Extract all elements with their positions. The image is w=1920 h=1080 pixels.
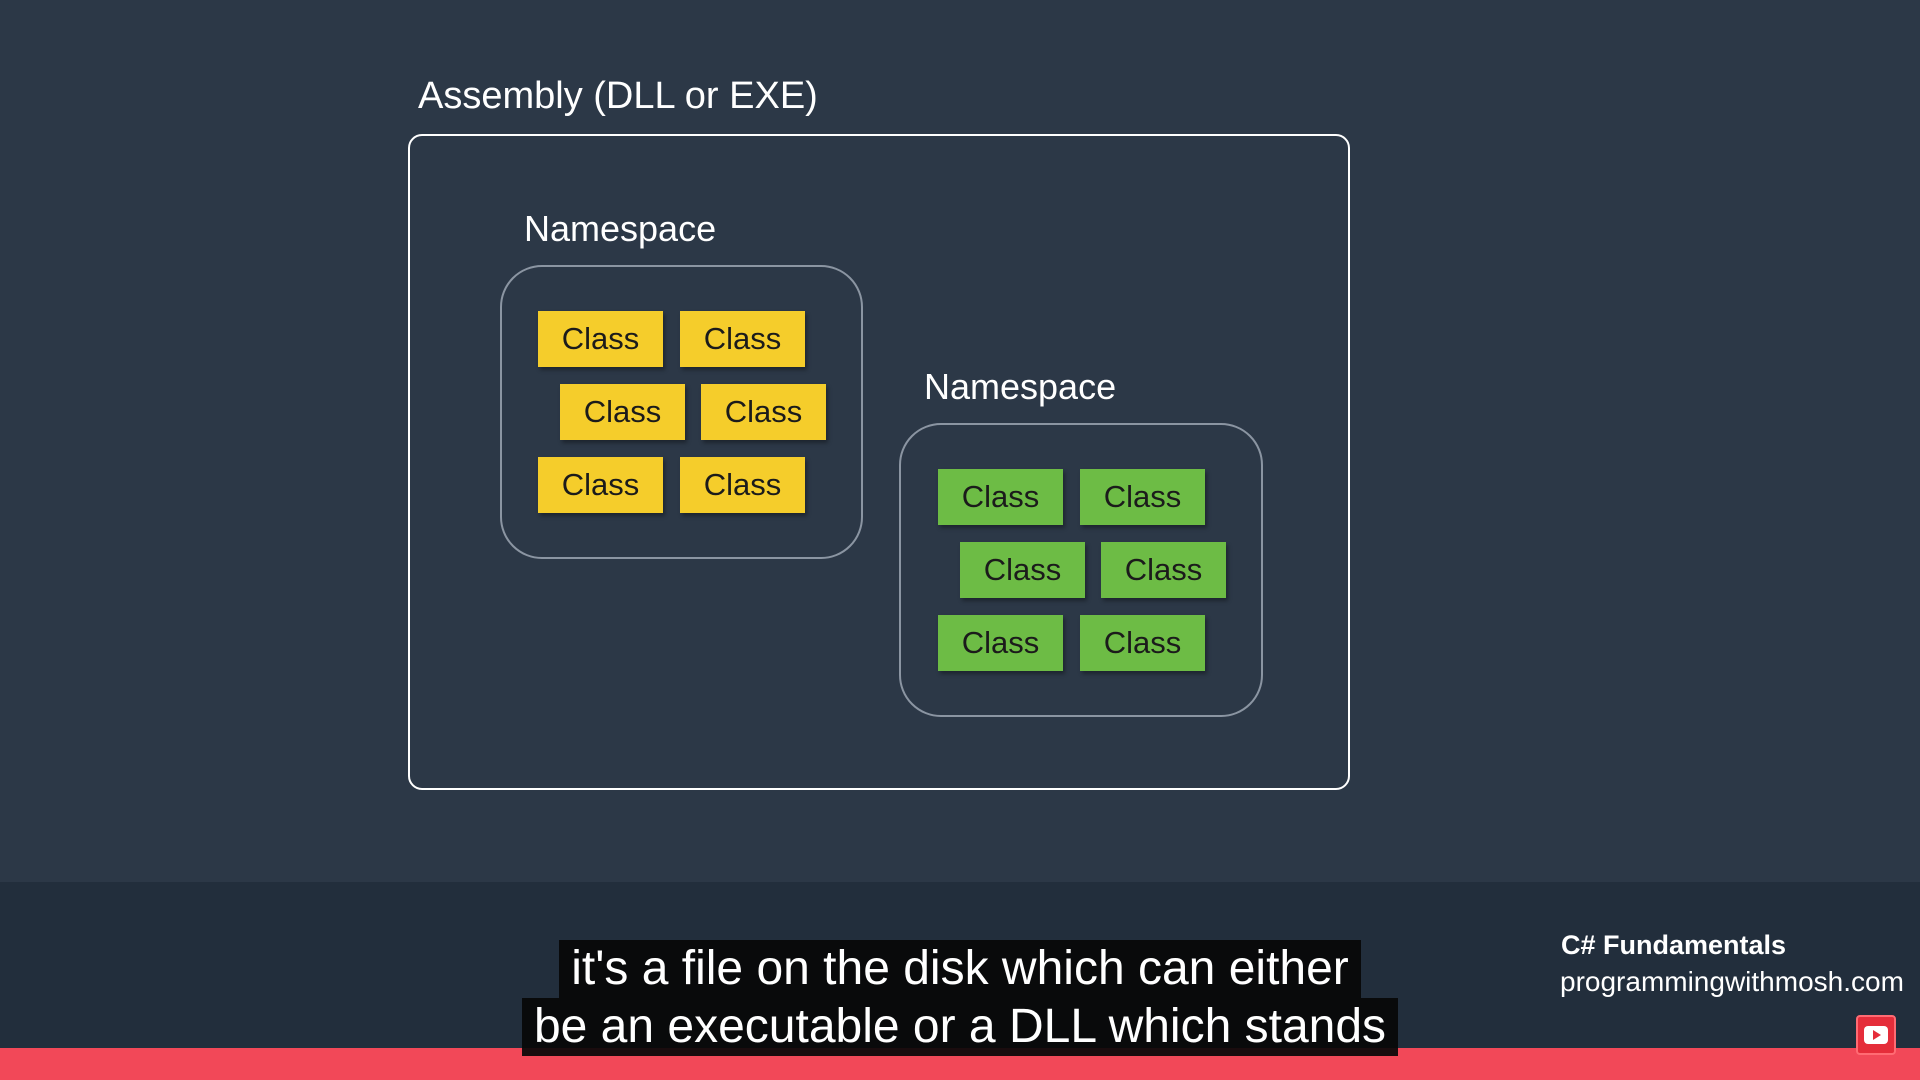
class-box: Class [680,311,805,367]
class-box: Class [938,615,1063,671]
subscribe-button[interactable] [1856,1015,1896,1055]
class-box: Class [1080,615,1205,671]
class-box: Class [538,457,663,513]
assembly-label: Assembly (DLL or EXE) [418,75,818,117]
subtitles: it's a file on the disk which can either… [0,940,1920,1056]
website-label: programmingwithmosh.com [1560,966,1904,997]
class-box: Class [560,384,685,440]
assembly-container [408,134,1350,790]
subtitle-line: be an executable or a DLL which stands [521,998,1399,1056]
class-box: Class [538,311,663,367]
namespace-container [500,265,863,559]
class-box: Class [938,469,1063,525]
class-box: Class [1101,542,1226,598]
play-icon [1864,1026,1888,1044]
namespace-label: Namespace [524,208,717,249]
class-box: Class [1080,469,1205,525]
class-box: Class [701,384,826,440]
course-title: C# Fundamentals [1561,930,1787,960]
class-box: Class [960,542,1085,598]
class-box: Class [680,457,805,513]
namespace-label: Namespace [924,366,1117,407]
namespace-container [899,423,1263,717]
subtitle-line: it's a file on the disk which can either [559,940,1361,998]
